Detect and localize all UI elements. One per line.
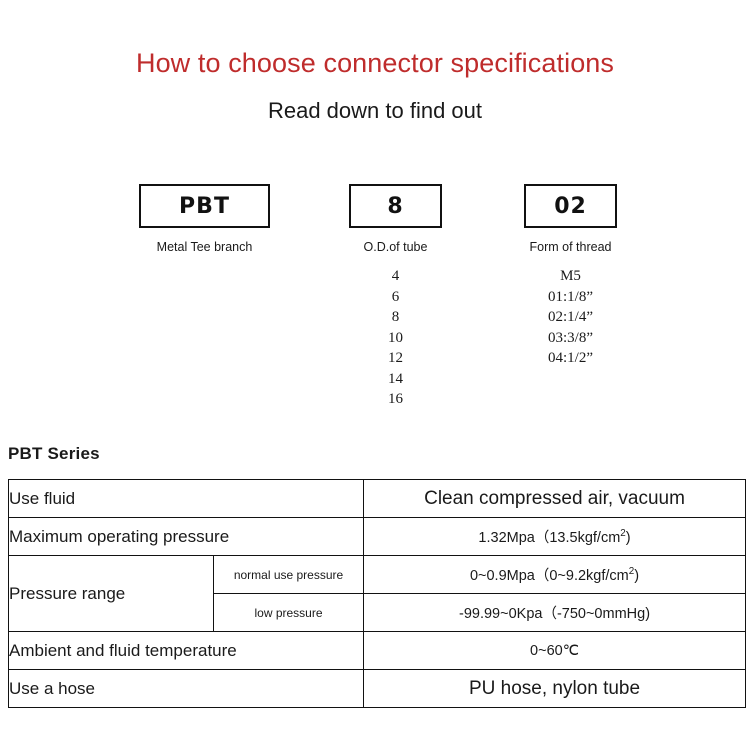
option-item[interactable]: 14 bbox=[388, 370, 403, 387]
page-title: How to choose connector specifications bbox=[135, 48, 615, 78]
option-list-od: 4 6 8 10 12 14 16 bbox=[349, 266, 442, 410]
code-caption-od: O.D.of tube bbox=[363, 240, 428, 254]
table-row: Use a hose PU hose, nylon tube bbox=[7, 669, 747, 708]
table-row: Maximum operating pressure 1.32Mpa（13.5k… bbox=[7, 517, 747, 556]
spec-label-use-fluid: Use fluid bbox=[7, 479, 365, 518]
value-suffix: ) bbox=[634, 568, 640, 584]
value-superscript: 2 bbox=[620, 528, 626, 540]
option-item[interactable]: 8 bbox=[391, 309, 400, 325]
spec-label-use-a-hose: Use a hose bbox=[7, 669, 365, 708]
page-subtitle: Read down to find out bbox=[267, 98, 483, 123]
code-group-thread: 02 Form of thread M5 01:1/8” 02:1/4” 03:… bbox=[524, 184, 617, 369]
value-text: 0~0.9Mpa（0~9.2kgf/cm bbox=[469, 568, 629, 584]
code-group-series: PBT Metal Tee branch bbox=[139, 184, 270, 254]
option-item[interactable]: 16 bbox=[388, 391, 403, 407]
spec-sublabel-normal-use-pressure: normal use pressure bbox=[212, 555, 365, 594]
spec-value-max-pressure: 1.32Mpa（13.5kgf/cm2) bbox=[363, 517, 747, 556]
code-box-series[interactable]: PBT bbox=[139, 184, 270, 228]
option-item[interactable]: 12 bbox=[388, 350, 403, 366]
option-item[interactable]: 03:3/8” bbox=[548, 329, 593, 346]
value-suffix: ) bbox=[625, 530, 631, 546]
option-list-thread: M5 01:1/8” 02:1/4” 03:3/8” 04:1/2” bbox=[524, 266, 617, 369]
code-box-thread[interactable]: 02 bbox=[524, 184, 617, 228]
option-item[interactable]: 01:1/8” bbox=[548, 288, 593, 305]
spec-table: Use fluid Clean compressed air, vacuum M… bbox=[7, 479, 747, 708]
table-row: Ambient and fluid temperature 0~60℃ bbox=[7, 631, 747, 670]
spec-sublabel-low-pressure: low pressure bbox=[212, 593, 365, 632]
spec-value-temperature: 0~60℃ bbox=[363, 631, 747, 670]
code-group-od: 8 O.D.of tube 4 6 8 10 12 14 16 bbox=[349, 184, 442, 410]
table-row: Use fluid Clean compressed air, vacuum bbox=[7, 479, 747, 518]
option-item[interactable]: 4 bbox=[391, 268, 400, 284]
option-item[interactable]: M5 bbox=[560, 268, 581, 284]
value-superscript: 2 bbox=[628, 566, 635, 578]
code-caption-thread: Form of thread bbox=[529, 240, 612, 254]
series-label: PBT Series bbox=[8, 444, 100, 463]
option-item[interactable]: 10 bbox=[388, 329, 403, 346]
spec-label-temperature: Ambient and fluid temperature bbox=[7, 631, 365, 670]
spec-label-pressure-range: Pressure range bbox=[8, 555, 214, 632]
spec-value-normal-use-pressure: 0~0.9Mpa（0~9.2kgf/cm2) bbox=[363, 555, 747, 594]
spec-value-low-pressure: -99.99~0Kpa（-750~0mmHg) bbox=[363, 593, 747, 632]
option-item[interactable]: 02:1/4” bbox=[548, 309, 593, 325]
spec-value-use-a-hose: PU hose, nylon tube bbox=[363, 669, 747, 708]
option-item[interactable]: 6 bbox=[391, 288, 400, 305]
table-row: Pressure range normal use pressure 0~0.9… bbox=[8, 555, 747, 632]
spec-value-use-fluid: Clean compressed air, vacuum bbox=[363, 479, 747, 518]
spec-label-max-pressure: Maximum operating pressure bbox=[7, 517, 365, 556]
code-caption-series: Metal Tee branch bbox=[156, 240, 253, 254]
option-item[interactable]: 04:1/2” bbox=[548, 350, 593, 366]
code-box-od[interactable]: 8 bbox=[349, 184, 442, 228]
value-text: 1.32Mpa（13.5kgf/cm bbox=[478, 530, 621, 546]
